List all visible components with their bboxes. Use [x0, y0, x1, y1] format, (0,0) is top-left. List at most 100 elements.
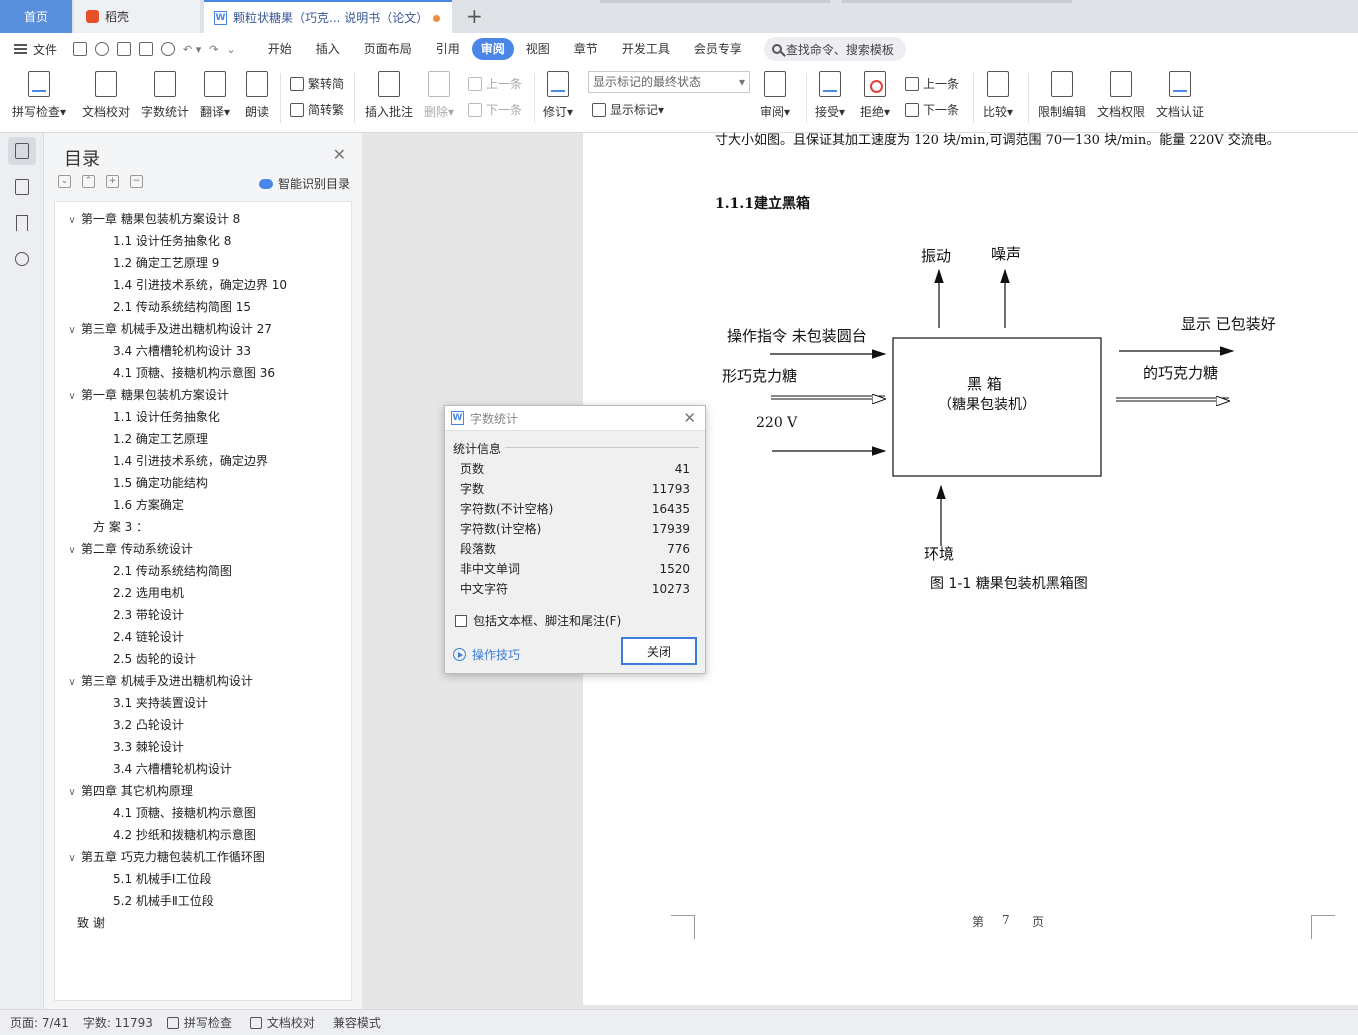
- tab-home[interactable]: 首页: [0, 0, 72, 33]
- word-count-indicator[interactable]: 字数: 11793: [83, 1014, 153, 1031]
- toc-item[interactable]: ∨第三章 机械手及进出糖机构设计 27: [63, 318, 272, 340]
- toc-item[interactable]: 3.2 凸轮设计: [113, 714, 184, 736]
- menu-tab[interactable]: 开始: [267, 42, 292, 56]
- bookmark-pane-button[interactable]: [8, 209, 36, 237]
- toc-item[interactable]: ∨第三章 机械手及进出糖机构设计: [63, 670, 253, 692]
- toc-item[interactable]: 4.1 顶糖、接糖机构示意图 36: [113, 362, 275, 384]
- smart-toc-button[interactable]: 智能识别目录: [258, 175, 350, 192]
- doc-certify-button[interactable]: 文档认证: [1156, 71, 1204, 120]
- next-comment-button[interactable]: 下一条: [468, 101, 522, 118]
- expand-all-icon[interactable]: ⌄: [58, 175, 71, 188]
- chevron-down-icon[interactable]: ∨: [68, 677, 76, 688]
- format-painter-icon[interactable]: [161, 42, 176, 56]
- toc-item[interactable]: ∨第四章 其它机构原理: [63, 780, 193, 802]
- toc-item[interactable]: 1.1 设计任务抽象化 8: [113, 230, 231, 252]
- doc-proofread-button[interactable]: 文档校对: [82, 71, 130, 120]
- chapter-pane-button[interactable]: [8, 173, 36, 201]
- save-icon[interactable]: [73, 42, 88, 56]
- toc-item[interactable]: 5.1 机械手Ⅰ工位段: [113, 868, 211, 890]
- proofread-toggle[interactable]: 文档校对: [249, 1014, 315, 1031]
- toc-item[interactable]: 1.2 确定工艺原理: [113, 428, 208, 450]
- chevron-down-icon[interactable]: ∨: [68, 325, 76, 336]
- dialog-titlebar[interactable]: W 字数统计: [445, 406, 705, 431]
- toc-pane-button[interactable]: [8, 137, 36, 165]
- toc-item[interactable]: ∨第一章 糖果包装机方案设计 8: [63, 208, 240, 230]
- customize-chevron-icon[interactable]: ⌄: [226, 42, 236, 56]
- review-pane-button[interactable]: 审阅▾: [760, 71, 790, 120]
- toc-item[interactable]: 5.2 机械手Ⅱ工位段: [113, 890, 214, 912]
- prev-change-button[interactable]: 上一条: [905, 75, 959, 92]
- trad-to-simp-button[interactable]: 繁转简: [290, 75, 344, 92]
- menu-tab[interactable]: 会员专享: [693, 42, 742, 56]
- toc-item[interactable]: 4.1 顶糖、接糖机构示意图: [113, 802, 256, 824]
- close-icon[interactable]: ✕: [332, 145, 346, 164]
- toc-item[interactable]: 1.1 设计任务抽象化: [113, 406, 220, 428]
- menu-tab[interactable]: 章节: [573, 42, 598, 56]
- toc-item[interactable]: 2.3 带轮设计: [113, 604, 184, 626]
- markup-state-select[interactable]: 显示标记的最终状态: [588, 71, 750, 93]
- toc-item[interactable]: 1.4 引进技术系统，确定边界 10: [113, 274, 287, 296]
- toc-item[interactable]: 3.4 六槽槽轮机构设计: [113, 758, 232, 780]
- export-icon[interactable]: [95, 42, 110, 56]
- restrict-editing-button[interactable]: 限制编辑: [1038, 71, 1086, 120]
- read-aloud-button[interactable]: 朗读: [245, 71, 269, 120]
- toc-item[interactable]: 方 案 3 ：: [93, 516, 148, 538]
- menu-tab[interactable]: 视图: [525, 42, 550, 56]
- toc-item[interactable]: 1.4 引进技术系统，确定边界: [113, 450, 268, 472]
- command-search[interactable]: 查找命令、搜索模板: [763, 37, 906, 61]
- file-menu[interactable]: 文件: [14, 41, 57, 58]
- word-count-button[interactable]: 字数统计: [141, 71, 189, 120]
- reject-button[interactable]: 拒绝▾: [860, 71, 890, 120]
- toc-item[interactable]: 3.1 夹持装置设计: [113, 692, 208, 714]
- delete-comment-button[interactable]: 删除▾: [424, 71, 454, 120]
- show-markup-button[interactable]: 显示标记▾: [592, 101, 664, 118]
- find-pane-button[interactable]: [8, 245, 36, 273]
- redo-icon[interactable]: ↷: [209, 42, 219, 56]
- track-changes-button[interactable]: 修订▾: [543, 71, 573, 120]
- toc-item[interactable]: ∨第五章 巧克力糖包装机工作循环图: [63, 846, 265, 868]
- document-page[interactable]: 寸大小如图。且保证其加工速度为 120 块/min,可调范围 70一130 块/…: [583, 133, 1358, 1005]
- print-preview-icon[interactable]: [139, 42, 154, 56]
- tab-daoke[interactable]: 稻壳: [74, 0, 200, 33]
- prev-comment-button[interactable]: 上一条: [468, 75, 522, 92]
- toc-item[interactable]: 4.2 抄纸和拨糖机构示意图: [113, 824, 256, 846]
- toc-item[interactable]: 致 谢: [77, 912, 105, 934]
- menu-tab[interactable]: 页面布局: [363, 42, 412, 56]
- add-heading-icon[interactable]: +: [106, 175, 119, 188]
- next-change-button[interactable]: 下一条: [905, 101, 959, 118]
- compare-button[interactable]: 比较▾: [983, 71, 1013, 120]
- new-tab-plus-icon[interactable]: +: [466, 4, 483, 28]
- toc-item[interactable]: 1.5 确定功能结构: [113, 472, 208, 494]
- insert-comment-button[interactable]: 插入批注: [365, 71, 413, 120]
- toc-item[interactable]: ∨第一章 糖果包装机方案设计: [63, 384, 229, 406]
- toc-item[interactable]: 2.1 传动系统结构简图 15: [113, 296, 251, 318]
- include-textbox-checkbox[interactable]: 包括文本框、脚注和尾注(F): [455, 612, 621, 629]
- chevron-down-icon[interactable]: ∨: [68, 853, 76, 864]
- spell-check-toggle[interactable]: 拼写检查: [166, 1014, 232, 1031]
- undo-icon[interactable]: ↶ ▾: [183, 42, 202, 56]
- menu-tab[interactable]: 开发工具: [621, 42, 670, 56]
- close-icon[interactable]: ✕: [683, 409, 696, 427]
- toc-item[interactable]: 2.2 选用电机: [113, 582, 184, 604]
- toc-item[interactable]: 3.4 六槽槽轮机构设计 33: [113, 340, 251, 362]
- simp-to-trad-button[interactable]: 简转繁: [290, 101, 344, 118]
- translate-button[interactable]: 翻译▾: [200, 71, 230, 120]
- tab-document[interactable]: W 颗粒状糖果（巧克... 说明书（论文）: [204, 0, 452, 33]
- menu-tab[interactable]: 插入: [315, 42, 340, 56]
- menu-tab[interactable]: 审阅: [471, 38, 514, 60]
- toc-item[interactable]: 1.2 确定工艺原理 9: [113, 252, 219, 274]
- accept-button[interactable]: 接受▾: [815, 71, 845, 120]
- remove-heading-icon[interactable]: −: [130, 175, 143, 188]
- spell-check-button[interactable]: 拼写检查▾: [12, 71, 66, 120]
- chevron-down-icon[interactable]: ∨: [68, 545, 76, 556]
- chevron-down-icon[interactable]: ∨: [68, 787, 76, 798]
- collapse-all-icon[interactable]: ⌃: [82, 175, 95, 188]
- toc-item[interactable]: 3.3 棘轮设计: [113, 736, 184, 758]
- chevron-down-icon[interactable]: ∨: [68, 215, 76, 226]
- close-button[interactable]: 关闭: [621, 637, 697, 665]
- page-indicator[interactable]: 页面: 7/41: [10, 1014, 69, 1031]
- menu-tab[interactable]: 引用: [435, 42, 460, 56]
- tips-link[interactable]: 操作技巧: [453, 646, 520, 663]
- chevron-down-icon[interactable]: ∨: [68, 391, 76, 402]
- toc-item[interactable]: 1.6 方案确定: [113, 494, 184, 516]
